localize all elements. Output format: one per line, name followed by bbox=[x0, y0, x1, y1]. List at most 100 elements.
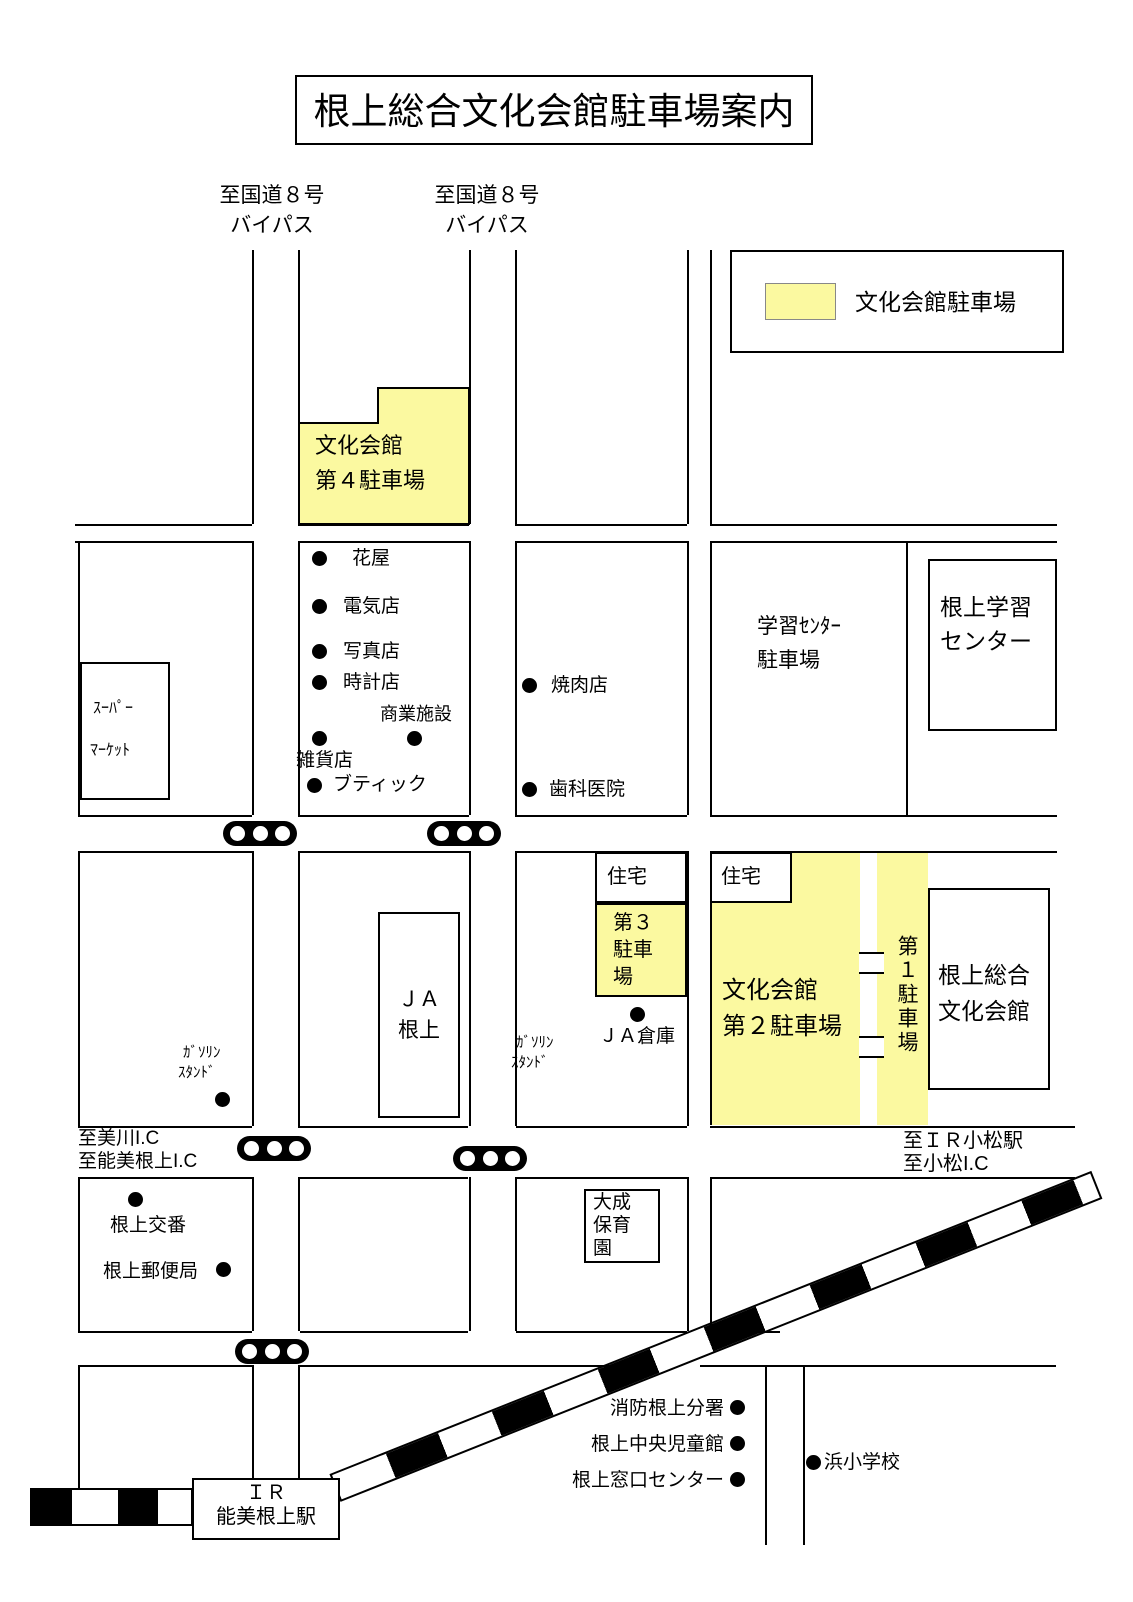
gakushu-parking-label-2: 駐車場 bbox=[757, 649, 820, 672]
route8-label-2b: バイパス bbox=[445, 214, 529, 237]
road-line bbox=[515, 1177, 517, 1331]
poi-label-ja-soko: ＪＡ倉庫 bbox=[599, 1026, 676, 1047]
parking-connector-bottom bbox=[859, 1036, 884, 1058]
road-line bbox=[906, 541, 908, 817]
poi-label-tokeiten: 時計店 bbox=[343, 672, 401, 693]
road-line bbox=[252, 1365, 254, 1480]
ja-negami-label-2: 根上 bbox=[398, 1019, 440, 1042]
parking-lot-2-label-1: 文化会館 bbox=[722, 977, 818, 1004]
bunkakaikan-label-1: 根上総合 bbox=[938, 962, 1030, 988]
road-line bbox=[710, 815, 1057, 817]
poi-label-jidokan: 根上中央児童館 bbox=[590, 1434, 724, 1455]
road-line bbox=[516, 1331, 687, 1333]
poi-dot-jidokan bbox=[730, 1436, 745, 1451]
parking-lot-3-label-1: 第３ bbox=[613, 912, 653, 934]
hoikuen-box bbox=[584, 1189, 660, 1263]
poi-dot-gasoline1 bbox=[215, 1092, 230, 1107]
road-line bbox=[252, 1177, 254, 1331]
bunkakaikan-box bbox=[928, 888, 1050, 1090]
road-line bbox=[710, 541, 712, 815]
west-direction-label-2: 至能美根上I.C bbox=[78, 1151, 198, 1172]
road-line bbox=[252, 541, 254, 815]
poi-label-boutique: ブティック bbox=[333, 774, 427, 795]
road-line bbox=[710, 1177, 712, 1331]
poi-dot-koban bbox=[128, 1192, 143, 1207]
gakushu-center-box bbox=[928, 559, 1057, 731]
road-line bbox=[469, 250, 471, 524]
legend-label: 文化会館駐車場 bbox=[855, 289, 1016, 315]
railway-horizontal bbox=[30, 1488, 193, 1526]
bunkakaikan-label-2: 文化会館 bbox=[938, 998, 1030, 1024]
road-line bbox=[687, 541, 689, 815]
hoikuen-label-3: 園 bbox=[593, 1238, 613, 1259]
jyutaku-left-label: 住宅 bbox=[607, 866, 647, 888]
road-line bbox=[78, 851, 80, 1126]
poi-label-gasoline1-b: ｽﾀﾝﾄﾞ bbox=[178, 1064, 216, 1081]
parking-lot-4-label-2: 第４駐車場 bbox=[315, 468, 426, 493]
poi-dot-denkiten bbox=[312, 599, 327, 614]
road-line bbox=[78, 541, 80, 815]
parking-lot-3-box bbox=[595, 903, 687, 997]
road-line bbox=[516, 1126, 687, 1128]
east-direction-label-2: 至小松I.C bbox=[903, 1153, 989, 1175]
poi-label-gasoline2-b: ｽﾀﾝﾄﾞ bbox=[511, 1054, 549, 1071]
title-box bbox=[295, 75, 813, 145]
road-line bbox=[710, 541, 1057, 543]
jyutaku-right-box bbox=[710, 852, 792, 903]
poi-label-hanaya: 花屋 bbox=[352, 548, 391, 569]
signal-icon bbox=[223, 821, 297, 846]
road-line bbox=[78, 1331, 252, 1333]
poi-dot-yubinkyoku bbox=[216, 1262, 231, 1277]
signal-icon bbox=[237, 1136, 311, 1161]
supermarket-label-1: ｽｰﾊﾟｰ bbox=[93, 700, 134, 717]
station-label-2: 能美根上駅 bbox=[216, 1506, 316, 1528]
poi-label-denkiten: 電気店 bbox=[343, 596, 401, 617]
road-line bbox=[710, 524, 1057, 526]
poi-label-shobo: 消防根上分署 bbox=[609, 1398, 724, 1419]
east-direction-label-1: 至ＩＲ小松駅 bbox=[903, 1130, 1023, 1152]
signal-icon bbox=[427, 821, 501, 846]
road-line bbox=[710, 851, 1057, 853]
road-line bbox=[516, 1177, 687, 1179]
poi-dot-shashinten bbox=[312, 644, 327, 659]
poi-label-madoguchi: 根上窓口センター bbox=[571, 1470, 724, 1491]
poi-label-zakkaten: 雑貨店 bbox=[296, 750, 354, 771]
poi-dot-hama bbox=[806, 1455, 821, 1470]
road-line bbox=[515, 541, 687, 543]
hoikuen-label-1: 大成 bbox=[593, 1192, 632, 1213]
poi-dot-shogyoshisetsu bbox=[407, 731, 422, 746]
supermarket-box bbox=[80, 662, 170, 800]
road-line bbox=[515, 250, 517, 524]
parking-lot-1-label: 第１駐車場 bbox=[895, 935, 918, 1055]
road-line bbox=[75, 524, 252, 526]
road-line bbox=[803, 1366, 805, 1545]
poi-dot-zakkaten bbox=[312, 731, 327, 746]
road-line bbox=[469, 851, 471, 1126]
road-line bbox=[515, 815, 687, 817]
road-line bbox=[78, 1365, 80, 1489]
poi-dot-madoguchi bbox=[730, 1472, 745, 1487]
parking-lot-4-label-1: 文化会館 bbox=[315, 433, 404, 458]
ja-negami-box bbox=[378, 912, 460, 1118]
poi-label-hama: 浜小学校 bbox=[824, 1452, 901, 1473]
road-line bbox=[78, 815, 252, 817]
road-line bbox=[469, 541, 471, 815]
parking-connector-top bbox=[859, 952, 884, 974]
jyutaku-left-box bbox=[595, 852, 687, 903]
road-line bbox=[298, 851, 300, 1126]
poi-label-gasoline2-a: ｶﾞｿﾘﾝ bbox=[516, 1034, 554, 1051]
road-line bbox=[298, 815, 469, 817]
road-line bbox=[687, 250, 689, 524]
road-line bbox=[710, 250, 712, 524]
poi-dot-boutique bbox=[307, 778, 322, 793]
route8-label-2a: 至国道８号 bbox=[434, 184, 540, 207]
signal-icon bbox=[235, 1339, 309, 1364]
road-line bbox=[75, 541, 252, 543]
road-line bbox=[469, 1177, 471, 1331]
poi-label-gasoline1-a: ｶﾞｿﾘﾝ bbox=[183, 1044, 221, 1061]
road-line bbox=[78, 851, 252, 853]
road-line bbox=[298, 541, 300, 815]
road-line bbox=[298, 541, 469, 543]
poi-dot-hanaya bbox=[312, 551, 327, 566]
